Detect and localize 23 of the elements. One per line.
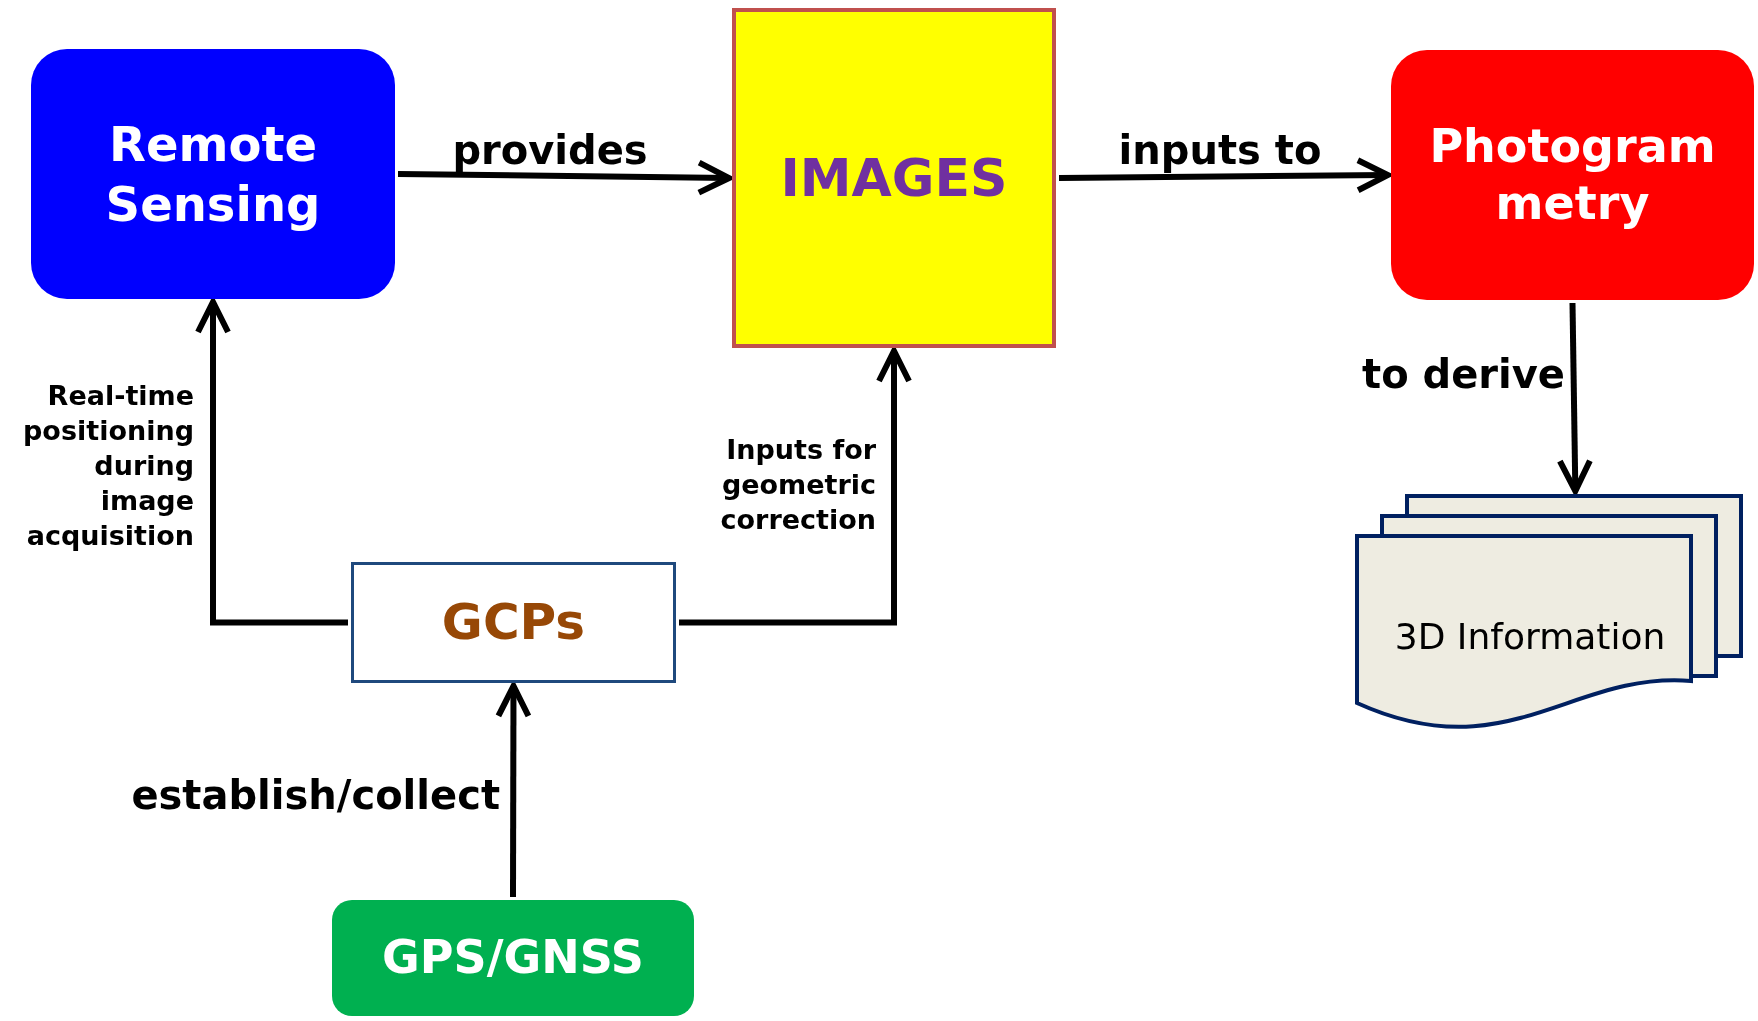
arrow bbox=[495, 683, 532, 897]
process-box bbox=[332, 900, 694, 1016]
edge-label: inputs to bbox=[1117, 126, 1323, 175]
node-label: GPS/GNSS bbox=[381, 929, 645, 987]
process-box bbox=[31, 49, 395, 299]
arrow bbox=[1058, 157, 1391, 194]
edge-label: Inputs for geometric correction bbox=[719, 433, 876, 537]
process-box bbox=[1391, 50, 1754, 300]
edge-label: provides bbox=[451, 126, 649, 175]
node-label: GCPs bbox=[440, 592, 587, 654]
arrow bbox=[397, 159, 732, 196]
edge-label: Real-time positioning during image acquisition bbox=[22, 379, 194, 553]
node-label: Photogram metry bbox=[1428, 117, 1717, 232]
arrow bbox=[1556, 302, 1593, 494]
arrow bbox=[679, 348, 912, 626]
process-box bbox=[732, 8, 1056, 348]
node-label: IMAGES bbox=[779, 146, 1009, 210]
process-box bbox=[351, 562, 676, 683]
edge-label: establish/collect bbox=[130, 771, 500, 820]
node-label: 3D Information bbox=[1394, 615, 1666, 659]
arrow bbox=[195, 299, 348, 626]
edge-label: to derive bbox=[1361, 350, 1565, 399]
node-label: Remote Sensing bbox=[104, 115, 322, 234]
